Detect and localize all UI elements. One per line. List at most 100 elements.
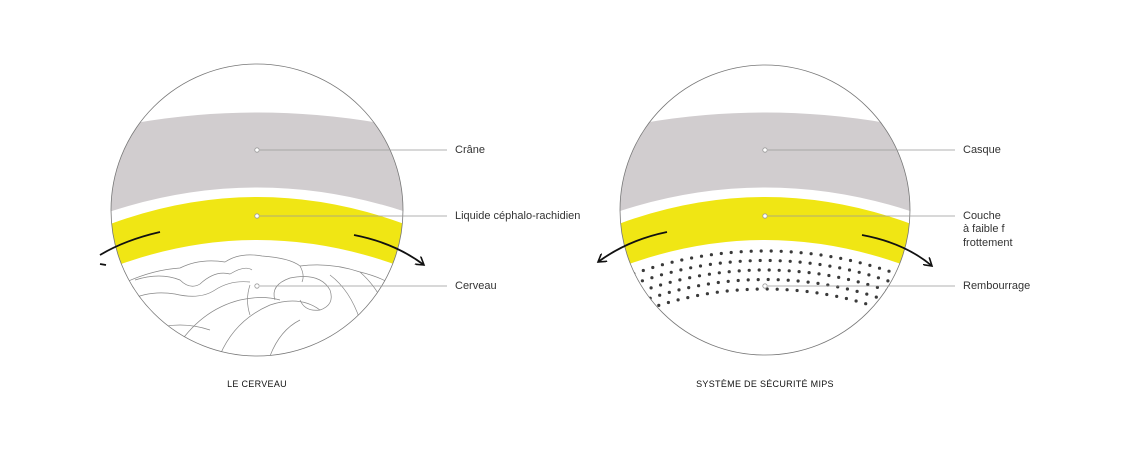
padding-dot: [893, 302, 897, 306]
rotation-arrow-right: [861, 234, 932, 266]
padding-dot: [660, 263, 665, 267]
padding-dot: [715, 290, 719, 294]
padding-dot: [622, 286, 626, 290]
padding-dot: [666, 300, 671, 305]
padding-dot: [621, 296, 625, 300]
padding-dot: [689, 266, 693, 270]
padding-dot: [778, 259, 782, 263]
padding-dot: [697, 274, 702, 278]
padding-dot: [904, 296, 908, 300]
padding-dot: [638, 310, 642, 314]
padding-dot: [767, 268, 771, 272]
padding-dot: [858, 261, 862, 265]
padding-dot: [914, 290, 917, 293]
padding-dot: [876, 276, 881, 280]
padding-dot: [755, 287, 759, 291]
padding-dot: [819, 253, 823, 257]
padding-dot: [906, 276, 910, 280]
padding-dot: [669, 270, 673, 274]
padding-dot: [757, 268, 761, 272]
padding-dot: [866, 282, 870, 287]
padding-dot: [856, 280, 860, 284]
padding-dot: [777, 268, 781, 272]
padding-dot: [680, 258, 684, 262]
padding-dot: [728, 260, 732, 264]
padding-dot: [659, 283, 663, 287]
padding-dot: [659, 273, 664, 277]
padding-dot: [895, 282, 900, 286]
padding-dot: [916, 280, 919, 283]
label-low-friction-2: à faible f: [963, 223, 1005, 235]
padding-dot: [658, 293, 662, 297]
padding-dot: [746, 278, 750, 282]
label-skull: Crâne: [455, 144, 485, 156]
padding-dot: [679, 268, 683, 272]
padding-dot: [708, 262, 713, 266]
padding-dot: [739, 250, 743, 254]
padding-dot: [748, 259, 752, 263]
padding-dot: [604, 283, 607, 286]
padding-dot: [667, 290, 671, 294]
padding-dot: [747, 268, 751, 272]
brain-circle-outline: [110, 63, 404, 357]
padding-dot: [847, 268, 852, 272]
padding-dot: [844, 296, 849, 301]
label-helmet: Casque: [963, 144, 1001, 156]
padding-dot: [808, 261, 812, 265]
padding-dot: [789, 250, 793, 254]
padding-dot: [828, 264, 832, 268]
padding-dot: [649, 286, 653, 290]
padding-dot: [877, 266, 882, 270]
label-brain: Cerveau: [455, 280, 497, 292]
helmet-layer: [620, 112, 910, 215]
padding-dot: [718, 261, 722, 265]
padding-dot: [786, 278, 790, 282]
padding-dot: [769, 249, 773, 253]
padding-dot: [902, 305, 907, 310]
padding-dot: [670, 260, 674, 264]
padding-dot: [896, 272, 901, 277]
padding-dot: [706, 282, 711, 286]
padding-dot: [641, 268, 645, 273]
padding-dot: [806, 280, 810, 284]
padding-dot: [854, 299, 858, 303]
padding-dot: [874, 295, 878, 299]
padding-dot: [650, 276, 654, 280]
padding-dot: [867, 273, 871, 277]
padding-dot: [887, 269, 891, 273]
padding-dot: [886, 279, 890, 283]
padding-dot: [737, 269, 741, 273]
padding-dot: [729, 250, 733, 255]
padding-dot: [818, 262, 822, 267]
padding-dot: [630, 293, 634, 297]
padding-dot: [892, 311, 896, 316]
padding-dot: [725, 289, 729, 293]
padding-dot: [727, 270, 731, 274]
padding-dot: [838, 266, 842, 270]
padding-dot: [716, 280, 720, 285]
mips-circle-outline: [619, 64, 911, 356]
brain-diagram: [99, 63, 447, 357]
padding-dot: [640, 289, 644, 293]
padding-dot: [776, 278, 780, 282]
padding-dot: [884, 298, 888, 302]
padding-dot: [651, 265, 655, 270]
padding-dot: [817, 272, 821, 276]
label-csf: Liquide céphalo-rachidien: [455, 210, 581, 222]
padding-dot: [735, 288, 739, 292]
mips-diagram: [598, 64, 955, 356]
caption-brain: LE CERVEAU: [227, 379, 287, 389]
padding-dot: [614, 279, 617, 282]
padding-dot: [875, 285, 880, 289]
padding-dot: [855, 289, 859, 293]
padding-dot: [696, 293, 700, 298]
padding-dot: [707, 272, 712, 276]
padding-dot: [795, 288, 799, 293]
padding-dot: [613, 290, 616, 293]
padding-dot: [629, 303, 634, 307]
padding-dot: [848, 258, 853, 263]
padding-dot: [845, 287, 850, 291]
padding-dot: [677, 288, 681, 292]
padding-dot: [687, 286, 691, 290]
padding-dot: [825, 292, 829, 297]
